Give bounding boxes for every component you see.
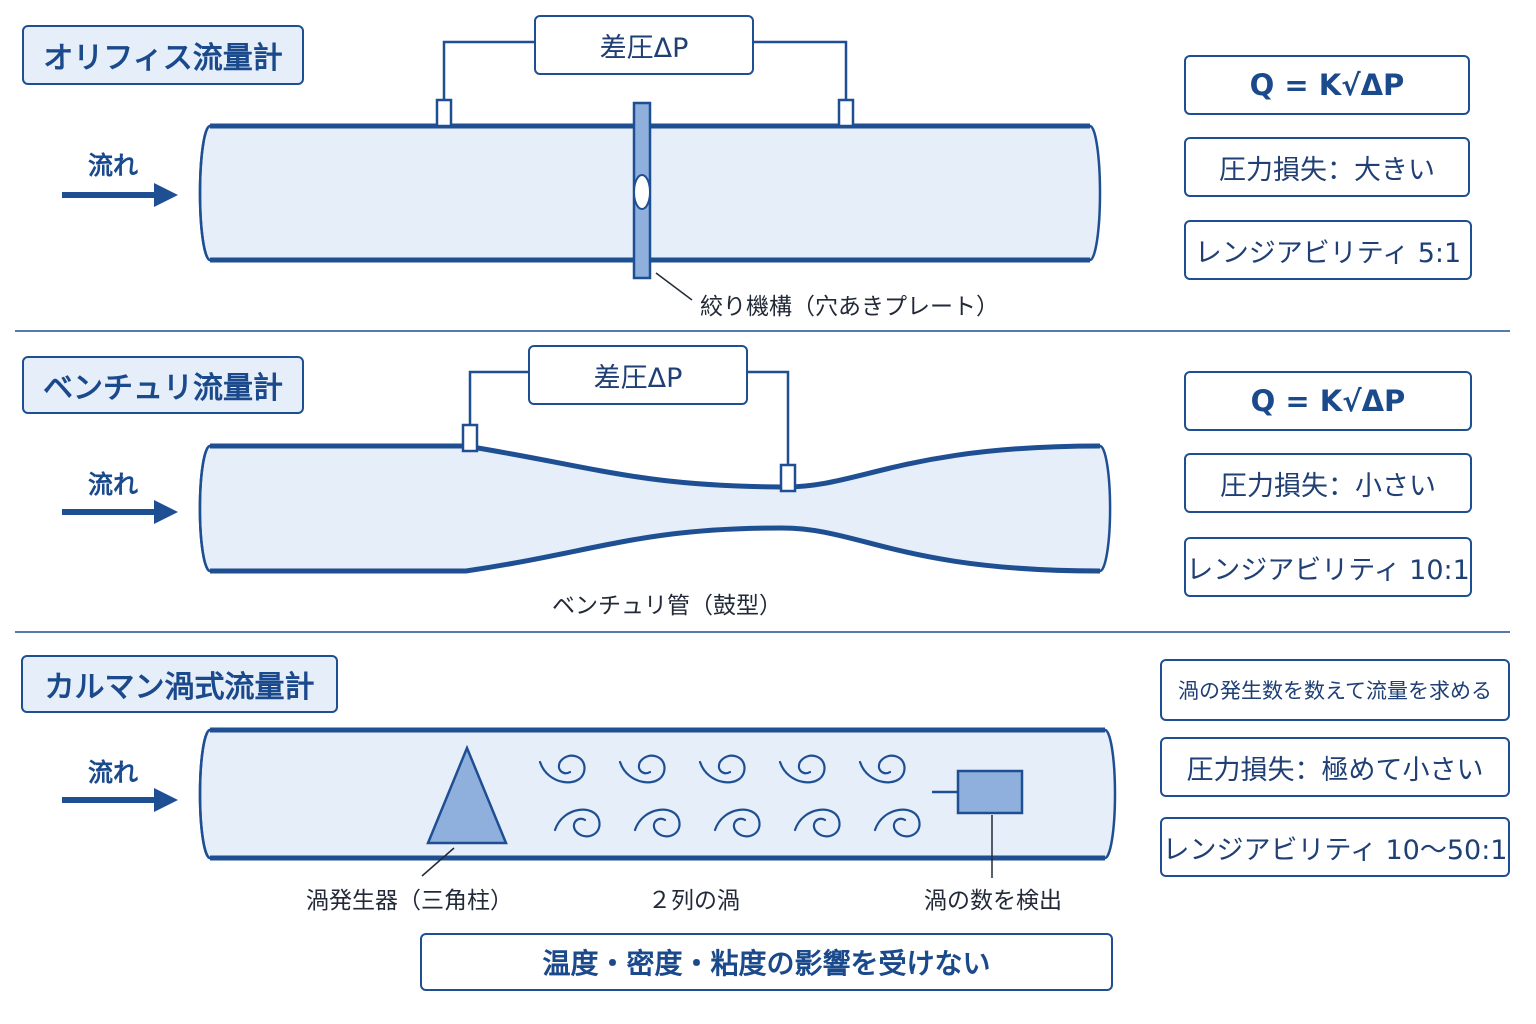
venturi-flow-label: 流れ xyxy=(88,470,139,499)
karman-pipe xyxy=(198,727,1117,861)
venturi-title: ベンチュリ流量計 xyxy=(22,356,304,414)
orifice-plate-leader xyxy=(655,272,693,301)
venturi-dp-box: 差圧ΔP xyxy=(528,345,748,405)
vortex-sensor xyxy=(956,769,1024,815)
generator-leader xyxy=(421,847,455,877)
vortex-generator-label: 渦発生器（三角柱） xyxy=(306,888,513,914)
orifice-formula-box: Q = K√ΔP xyxy=(1184,55,1470,115)
karman-range-box: レンジアビリティ 10～50:1 xyxy=(1160,817,1510,877)
karman-principle-box: 渦の発生数を数えて流量を求める xyxy=(1160,659,1510,721)
venturi-dp-lines xyxy=(461,370,797,493)
orifice-plate xyxy=(632,101,652,280)
venturi-range-box: レンジアビリティ 10:1 xyxy=(1184,537,1472,597)
venturi-formula-box: Q = K√ΔP xyxy=(1184,371,1472,431)
vortex-rows-label: ２列の渦 xyxy=(648,888,740,914)
orifice-loss-box: 圧力損失：大きい xyxy=(1184,137,1470,197)
vortex-generator-triangle xyxy=(426,744,508,845)
venturi-tube-label: ベンチュリ管（鼓型） xyxy=(552,593,782,619)
orifice-dp-lines xyxy=(435,40,855,128)
orifice-title: オリフィス流量計 xyxy=(22,25,304,85)
orifice-dp-box: 差圧ΔP xyxy=(534,15,754,75)
vortex-sensor-label: 渦の数を検出 xyxy=(924,888,1062,914)
karman-loss-box: 圧力損失：極めて小さい xyxy=(1160,737,1510,797)
orifice-flow-label: 流れ xyxy=(88,151,139,180)
venturi-loss-box: 圧力損失：小さい xyxy=(1184,453,1472,513)
karman-flow-label: 流れ xyxy=(88,758,139,787)
karman-title: カルマン渦式流量計 xyxy=(21,655,338,713)
orifice-plate-label: 絞り機構（穴あきプレート） xyxy=(700,294,999,320)
karman-note-box: 温度・密度・粘度の影響を受けない xyxy=(420,933,1113,991)
orifice-range-box: レンジアビリティ 5:1 xyxy=(1184,220,1472,280)
venturi-tube xyxy=(198,443,1112,574)
